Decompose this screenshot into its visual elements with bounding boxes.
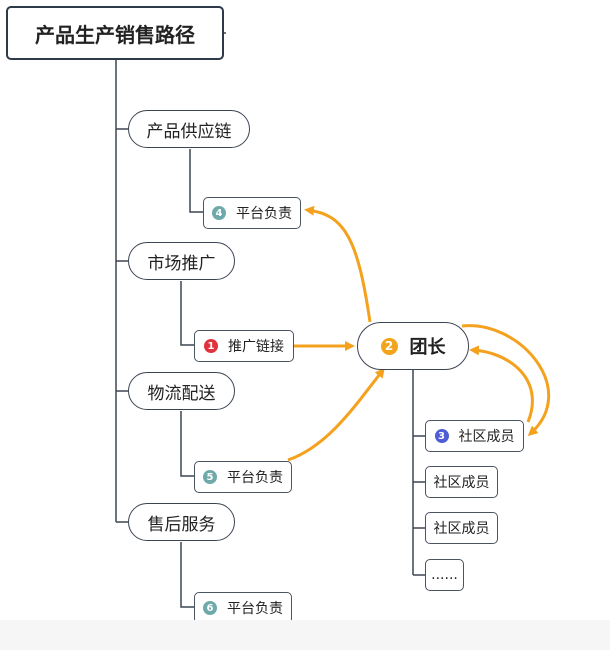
- branch-marketing[interactable]: 市场推广: [128, 242, 235, 280]
- branch-leaf-link-4: [180, 542, 194, 608]
- member-item[interactable]: 社区成员: [425, 466, 498, 498]
- root-label: 产品生产销售路径: [35, 22, 195, 47]
- member-label: 社区成员: [458, 429, 515, 445]
- arrow-leader-to-member: [461, 324, 551, 436]
- leaf-platform-logistics[interactable]: 5 平台负责: [194, 461, 292, 493]
- number-badge-icon: 2: [380, 337, 398, 355]
- leader-topic[interactable]: 2 团长: [357, 322, 469, 370]
- arrow-leader-to-supply-platform: [304, 205, 372, 323]
- branch-label: 物流配送: [147, 383, 216, 404]
- leaf-platform-supply[interactable]: 4 平台负责: [203, 197, 301, 229]
- leaf-label: 平台负责: [236, 206, 292, 222]
- leaf-label: 推广链接: [228, 339, 284, 355]
- branch-leaf-link-2: [180, 281, 194, 346]
- branch-leaf-link-1: [189, 149, 203, 213]
- number-badge-icon: 3: [434, 429, 449, 443]
- branch-label: 市场推广: [147, 253, 216, 274]
- branch-leaf-link-3: [180, 411, 194, 477]
- leaf-label: 平台负责: [227, 470, 283, 486]
- arrow-member-to-leader: [469, 345, 534, 423]
- number-badge-icon: 1: [204, 339, 218, 353]
- arrow-logistics-platform-to-leader: [287, 367, 385, 462]
- branch-logistics[interactable]: 物流配送: [128, 372, 235, 410]
- branch-after-sales[interactable]: 售后服务: [128, 503, 235, 541]
- member-item[interactable]: 3 社区成员: [425, 420, 524, 452]
- leaf-promo-link[interactable]: 1 推广链接: [194, 330, 294, 362]
- number-badge-icon: 5: [203, 470, 217, 484]
- branch-label: 产品供应链: [146, 121, 232, 142]
- leaf-platform-after-sales[interactable]: 6 平台负责: [194, 592, 292, 624]
- member-label: 社区成员: [433, 475, 490, 491]
- member-item[interactable]: 社区成员: [425, 512, 498, 544]
- bottom-strip: [0, 620, 610, 650]
- member-more[interactable]: ......: [425, 559, 464, 591]
- root-topic[interactable]: 产品生产销售路径: [6, 6, 224, 60]
- leaf-label: 平台负责: [227, 601, 283, 617]
- branch-label: 售后服务: [147, 514, 216, 535]
- member-label: ......: [431, 567, 458, 583]
- member-label: 社区成员: [433, 521, 490, 537]
- branch-product-supply-chain[interactable]: 产品供应链: [128, 110, 250, 148]
- number-badge-icon: 6: [203, 601, 217, 615]
- leader-label: 团长: [409, 337, 446, 358]
- number-badge-icon: 4: [212, 206, 226, 220]
